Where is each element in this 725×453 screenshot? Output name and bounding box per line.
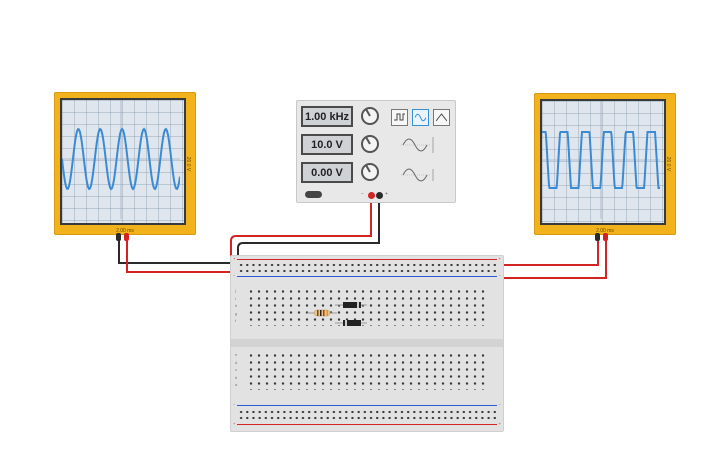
row-letter: f [235, 318, 237, 323]
oscilloscope-screen [60, 98, 186, 225]
row-letter: b [235, 374, 238, 380]
rail-minus-sign: − [498, 273, 501, 278]
diode-1[interactable] [335, 301, 367, 309]
row-letter: c [235, 367, 237, 372]
sine-trace [62, 100, 180, 219]
scope-negative-terminal[interactable] [116, 233, 121, 241]
resistor[interactable] [307, 308, 337, 318]
terminal-plus-label: + [385, 191, 388, 197]
amplitude-knob[interactable] [361, 135, 379, 153]
rail-plus-sign: + [498, 421, 501, 426]
positive-terminal[interactable] [376, 192, 383, 199]
rail-minus-sign: − [233, 402, 236, 407]
rail-minus-sign: − [498, 402, 501, 407]
scope-negative-terminal[interactable] [595, 233, 600, 241]
row-letter: h [235, 303, 238, 308]
row-letter: e [235, 352, 238, 357]
right-scope-red-wire [489, 237, 607, 279]
terminal-strip-top[interactable] [247, 288, 487, 326]
oscilloscope-right[interactable]: 20.0 V 2.00 ms [534, 93, 676, 241]
rail-line-blue [237, 276, 497, 277]
power-rail-top[interactable] [237, 261, 497, 275]
oscilloscope-screen [540, 99, 666, 225]
function-generator[interactable]: 1.00 kHz 10.0 V 0.00 V − + [296, 100, 456, 203]
power-switch[interactable] [305, 191, 322, 198]
fgen-black-wire [237, 196, 380, 263]
right-scope-black-wire [486, 237, 599, 266]
row-letter: a [235, 382, 238, 387]
scope-positive-terminal[interactable] [124, 233, 129, 241]
oscilloscope-grid [62, 100, 184, 223]
dc-offset-knob[interactable] [361, 163, 379, 181]
fgen-red-wire [230, 196, 372, 266]
rail-minus-sign: − [233, 273, 236, 278]
row-letter: g [235, 310, 238, 316]
clipped-trace [542, 101, 660, 219]
sine-icon [415, 113, 426, 122]
scope-positive-terminal[interactable] [603, 233, 608, 241]
rail-line-red [237, 259, 497, 260]
time-per-div-label: 2.00 ms [596, 228, 614, 234]
triangle-wave-button[interactable] [433, 109, 450, 126]
sine-wave-button[interactable] [412, 109, 429, 126]
volt-per-div-label: 20.0 V [664, 156, 671, 172]
frequency-knob[interactable] [361, 107, 379, 125]
row-letter: i [235, 295, 236, 301]
amplitude-diagram-icon [401, 137, 434, 153]
rail-line-blue [237, 405, 497, 406]
negative-terminal[interactable] [368, 192, 375, 199]
dc-offset-readout: 0.00 V [301, 162, 353, 183]
left-scope-black-wire [118, 237, 246, 264]
power-rail-bottom[interactable] [237, 408, 497, 422]
amplitude-readout: 10.0 V [301, 134, 353, 155]
oscilloscope-grid [542, 101, 664, 223]
row-letter: j [235, 288, 236, 293]
terminal-strip-bottom[interactable] [247, 352, 487, 390]
left-scope-red-wire [126, 237, 247, 273]
rail-plus-sign: + [233, 421, 236, 426]
offset-diagram-icon [401, 168, 434, 182]
frequency-readout: 1.00 kHz [301, 106, 353, 127]
terminal-minus-label: − [361, 191, 364, 197]
center-divider [231, 339, 503, 347]
triangle-icon [436, 113, 447, 122]
rail-plus-sign: + [233, 256, 236, 261]
volt-per-div-label: 20.0 V [184, 156, 191, 171]
row-letter: d [235, 359, 238, 365]
time-per-div-label: 2.00 ms [116, 228, 134, 234]
diode-2[interactable] [335, 319, 367, 327]
square-wave-button[interactable] [391, 109, 408, 126]
square-icon [394, 113, 405, 121]
rail-line-red [237, 424, 497, 425]
oscilloscope-left[interactable]: 20.0 V 2.00 ms [54, 92, 196, 241]
rail-plus-sign: + [498, 256, 501, 261]
